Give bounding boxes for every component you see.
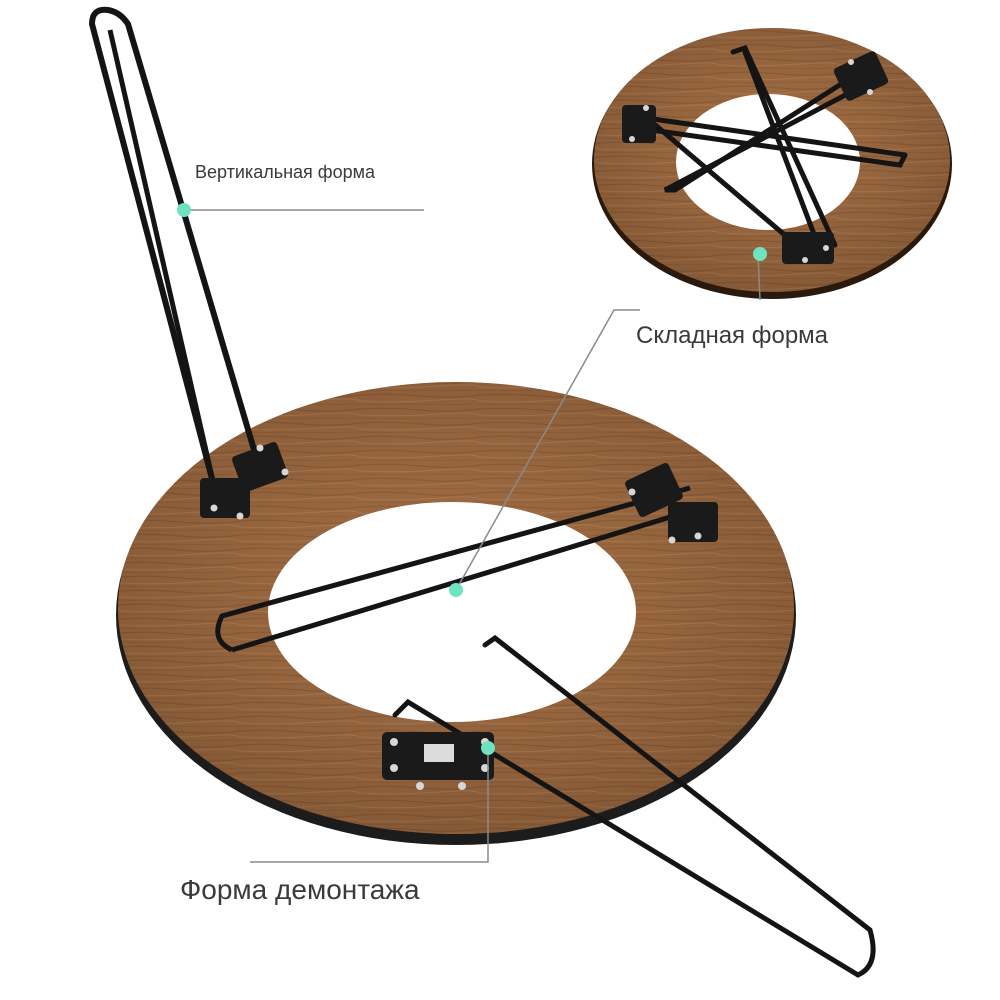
folding-leg-hinge [625, 463, 718, 542]
leader-folding-top [757, 253, 761, 301]
marker-disassembly [481, 741, 495, 755]
callout-folding-form: Складная форма [636, 322, 829, 349]
disassembled-leg [382, 634, 876, 978]
marker-folding [449, 583, 463, 597]
marker-folding-top [753, 247, 767, 261]
leader-disassembly [250, 748, 489, 863]
large-table-hole [268, 502, 636, 722]
callout-disassembly-form: Форма демонтажа [180, 874, 420, 905]
folded-hinges [622, 51, 889, 264]
marker-vertical [177, 203, 191, 217]
callout-markers [177, 203, 767, 755]
leader-folding [455, 309, 640, 591]
vertical-leg [89, 6, 289, 520]
folded-legs [622, 44, 908, 253]
folded-table [592, 28, 952, 299]
callout-vertical-form: Вертикальная форма [195, 162, 376, 182]
folding-leg [215, 463, 718, 653]
leader-lines [184, 209, 761, 863]
